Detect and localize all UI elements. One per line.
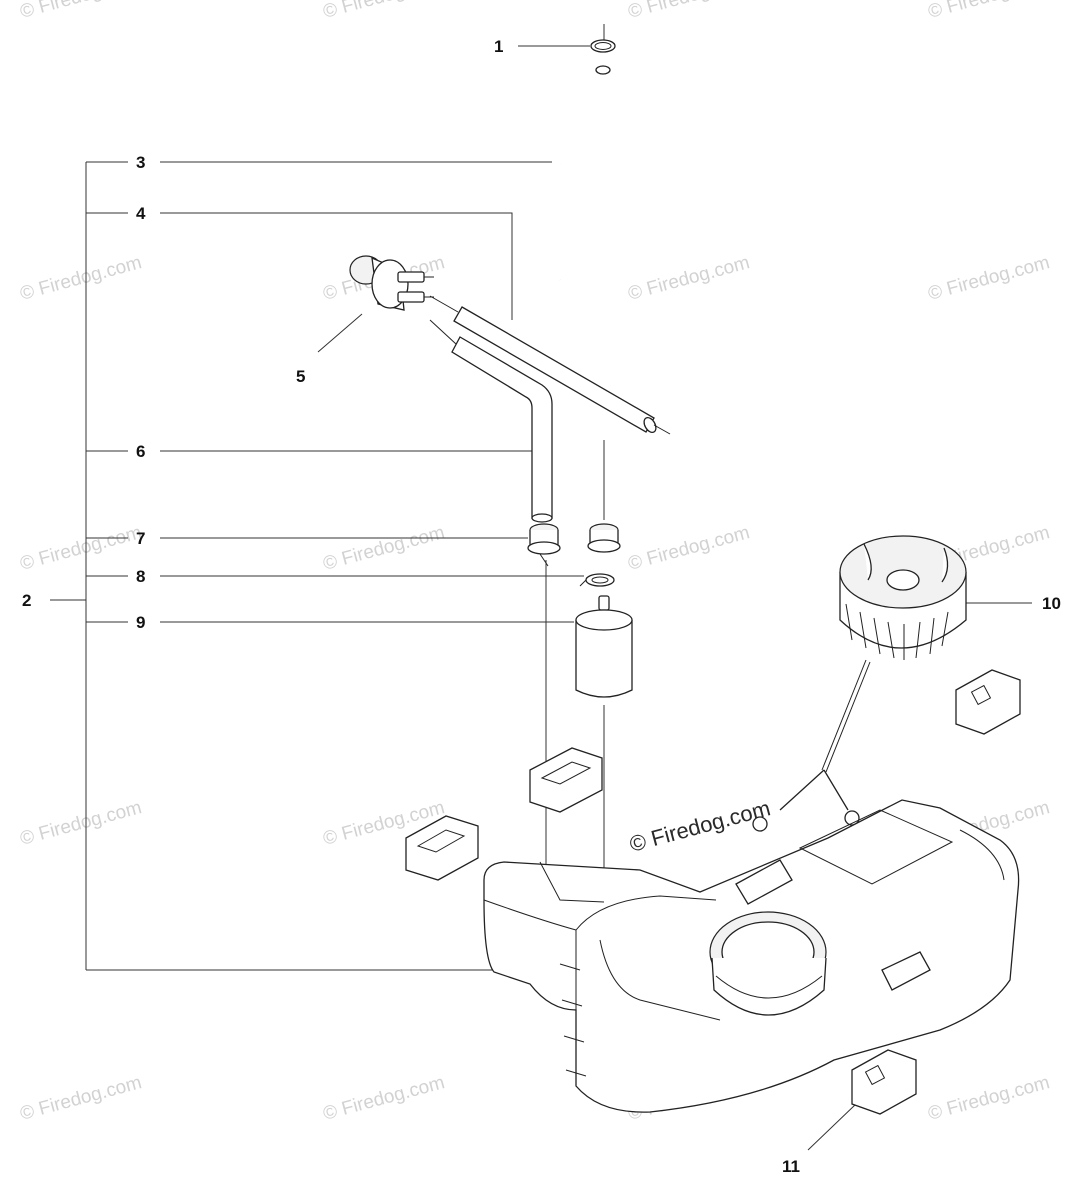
callout-5: 5 <box>296 367 305 386</box>
watermark-text: © Firedog.com <box>18 0 144 23</box>
watermark-text: © Firedog.com <box>321 522 447 575</box>
callout-6: 6 <box>136 442 145 461</box>
callout-10: 10 <box>1042 594 1061 613</box>
leader-lines <box>160 24 1032 1151</box>
watermark-text: © Firedog.com <box>321 0 447 23</box>
callout-2: 2 <box>22 591 31 610</box>
watermark-text: © Firedog.com <box>18 1072 144 1125</box>
callout-11: 11 <box>782 1157 800 1176</box>
watermark-text: © Firedog.com <box>18 252 144 305</box>
assembly-bracket <box>50 161 500 971</box>
watermark-text-dark: © Firedog.com <box>627 795 773 857</box>
coiled-hose-part <box>552 65 658 349</box>
watermark-text: © Firedog.com <box>626 0 752 23</box>
primer-connector-part <box>349 255 434 311</box>
grommet-part <box>587 523 621 553</box>
watermark-text: © Firedog.com <box>18 797 144 850</box>
damper-part <box>955 669 1021 735</box>
callout-1: 1 <box>494 37 503 56</box>
o-ring-part <box>590 39 616 53</box>
hose-clamp-part <box>579 573 615 587</box>
watermark-text: © Firedog.com <box>626 522 752 575</box>
callout-labels: 1 2 3 4 5 6 7 8 9 10 11 <box>22 37 1061 1176</box>
watermark-text: © Firedog.com <box>626 252 752 305</box>
straight-hose-part <box>429 295 671 435</box>
damper-part <box>851 1049 917 1115</box>
fuel-cap-part <box>752 535 967 832</box>
watermark-text: © Firedog.com <box>321 1072 447 1125</box>
damper-part <box>529 747 603 813</box>
watermark-text: © Firedog.com <box>926 252 1052 305</box>
grommet-part <box>527 523 561 567</box>
callout-9: 9 <box>136 613 145 632</box>
fuel-filter-part <box>575 595 633 698</box>
callout-7: 7 <box>136 529 145 548</box>
damper-part <box>405 815 479 881</box>
callout-4: 4 <box>136 204 146 223</box>
watermark-text: © Firedog.com <box>18 522 144 575</box>
watermark-text: © Firedog.com <box>926 0 1052 23</box>
callout-8: 8 <box>136 567 145 586</box>
fuel-tank-part <box>483 799 1020 1113</box>
bent-hose-part <box>429 319 553 523</box>
callout-3: 3 <box>136 153 145 172</box>
watermark-text: © Firedog.com <box>926 1072 1052 1125</box>
